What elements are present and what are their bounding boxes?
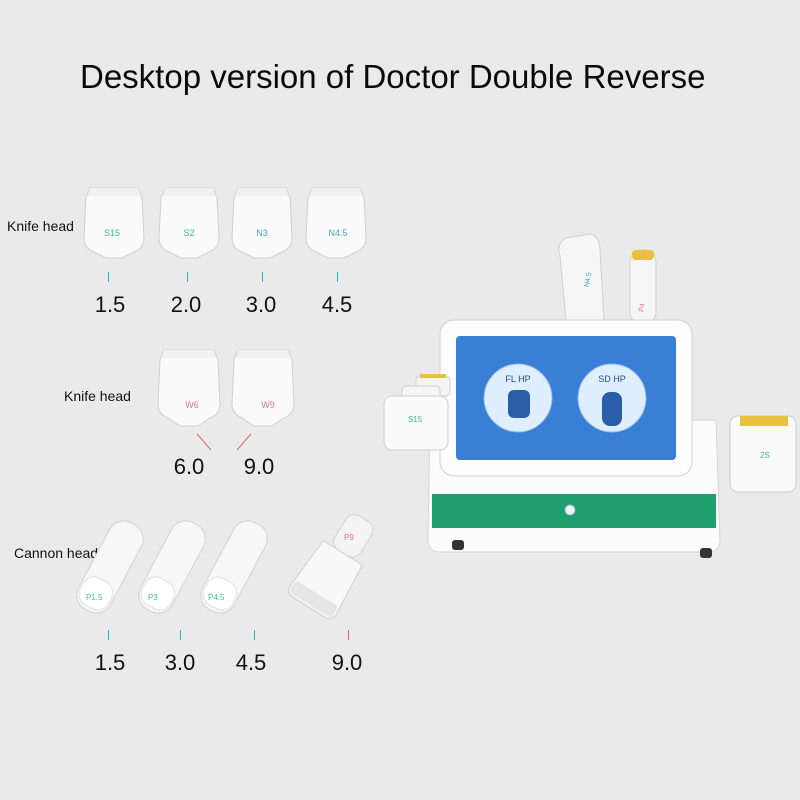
device-foot [700, 548, 712, 558]
size-label: 9.0 [331, 650, 363, 675]
cannon-head-handpiece: P9 [286, 510, 382, 620]
cannon-head-handpiece: P4.5 [186, 512, 282, 622]
size-tick [348, 630, 349, 640]
size-label: 1.5 [94, 650, 126, 675]
screen-knife-icon [508, 390, 530, 418]
size-label: 4.5 [235, 650, 267, 675]
screen-label-left: FL HP [505, 374, 530, 384]
knife-head-cartridge: S15 [82, 186, 146, 266]
power-button[interactable] [564, 504, 576, 516]
knife-head-cartridge: N3 [230, 186, 294, 266]
handpiece-code: P4 [638, 303, 646, 313]
knife-head-cartridge: W9 [230, 348, 296, 434]
top-handpiece-right: P4 [629, 249, 657, 325]
size-tick [180, 630, 181, 640]
handpiece-code: P3 [148, 593, 158, 602]
size-label: 2.0 [170, 292, 202, 317]
row-label-cannon-head: Cannon head [14, 545, 99, 561]
knife-head-cartridge: W6 [156, 348, 222, 434]
left-cartridge-stack: S15 [383, 374, 451, 451]
cartridge-code: N4.5 [328, 228, 347, 238]
cannon-head-handpiece: P1.5 [62, 512, 158, 622]
handpiece-code: P4.5 [208, 593, 225, 602]
cartridge-code: 2S [760, 451, 770, 460]
cannon-head-handpiece: P3 [124, 512, 220, 622]
cartridge-code: W9 [261, 400, 275, 410]
handpiece-code: P1.5 [86, 593, 103, 602]
size-pointer-lines [196, 433, 252, 451]
row-label-knife-head-2: Knife head [64, 388, 131, 404]
size-tick [337, 272, 338, 282]
size-label: 4.5 [321, 292, 353, 317]
cartridge-code: S2 [183, 228, 194, 238]
handpiece-code: N4.5 [584, 272, 593, 288]
size-label: 9.0 [243, 454, 275, 479]
screen-cannon-icon [602, 392, 622, 426]
row-label-knife-head-1: Knife head [7, 218, 74, 234]
size-label: 3.0 [245, 292, 277, 317]
size-label: 1.5 [94, 292, 126, 317]
screen-label-right: SD HP [598, 374, 626, 384]
page-title: Desktop version of Doctor Double Reverse [80, 58, 706, 95]
size-label: 3.0 [164, 650, 196, 675]
cartridge-code: N3 [256, 228, 268, 238]
knife-head-cartridge: N4.5 [304, 186, 368, 266]
top-handpiece-left: N4.5 [558, 233, 605, 331]
knife-head-cartridge: S2 [157, 186, 221, 266]
device-foot [452, 540, 464, 550]
size-tick [254, 630, 255, 640]
size-tick [187, 272, 188, 282]
size-tick [262, 272, 263, 282]
cartridge-code: S15 [408, 415, 423, 424]
handpiece-code: P9 [344, 533, 354, 542]
cartridge-code: W6 [185, 400, 199, 410]
size-label: 6.0 [173, 454, 205, 479]
size-tick [108, 272, 109, 282]
right-cartridge: 2S [729, 415, 797, 493]
size-tick [108, 630, 109, 640]
cartridge-code: S15 [104, 228, 120, 238]
